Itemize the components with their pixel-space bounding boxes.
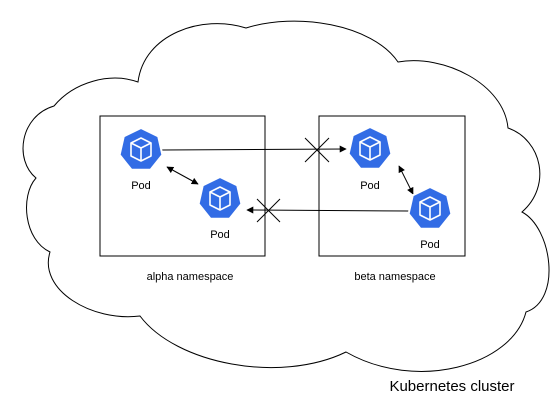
pod-label: Pod xyxy=(420,239,440,251)
kubernetes-pod-icon xyxy=(407,186,453,230)
beta-pod-2-to-alpha-pod-2-arrow xyxy=(246,206,410,214)
cluster-cloud xyxy=(22,20,550,372)
pod-label: Pod xyxy=(131,180,151,192)
pod-label: Pod xyxy=(210,229,230,241)
beta-pod-1-beta-pod-2-arrow xyxy=(398,165,414,195)
beta-namespace-label: beta namespace xyxy=(354,271,435,283)
beta-namespace-box xyxy=(318,115,466,257)
alpha-namespace-label: alpha namespace xyxy=(147,271,234,283)
beta-pod-1: Pod xyxy=(347,126,393,192)
kubernetes-pod-icon xyxy=(118,127,164,171)
blocked-cross-icon xyxy=(304,137,330,163)
beta-pod-2: Pod xyxy=(407,186,453,251)
pod-label: Pod xyxy=(360,180,380,192)
kubernetes-pod-icon xyxy=(347,126,393,170)
alpha-pod-1: Pod xyxy=(118,127,164,192)
cluster-label: Kubernetes cluster xyxy=(389,378,514,395)
alpha-pod-1-alpha-pod-2-arrow xyxy=(166,166,199,185)
kubernetes-pod-icon xyxy=(197,176,243,220)
alpha-pod-2: Pod xyxy=(197,176,243,241)
alpha-pod-1-to-beta-pod-1-arrow xyxy=(161,145,347,153)
blocked-cross-icon xyxy=(256,198,281,223)
